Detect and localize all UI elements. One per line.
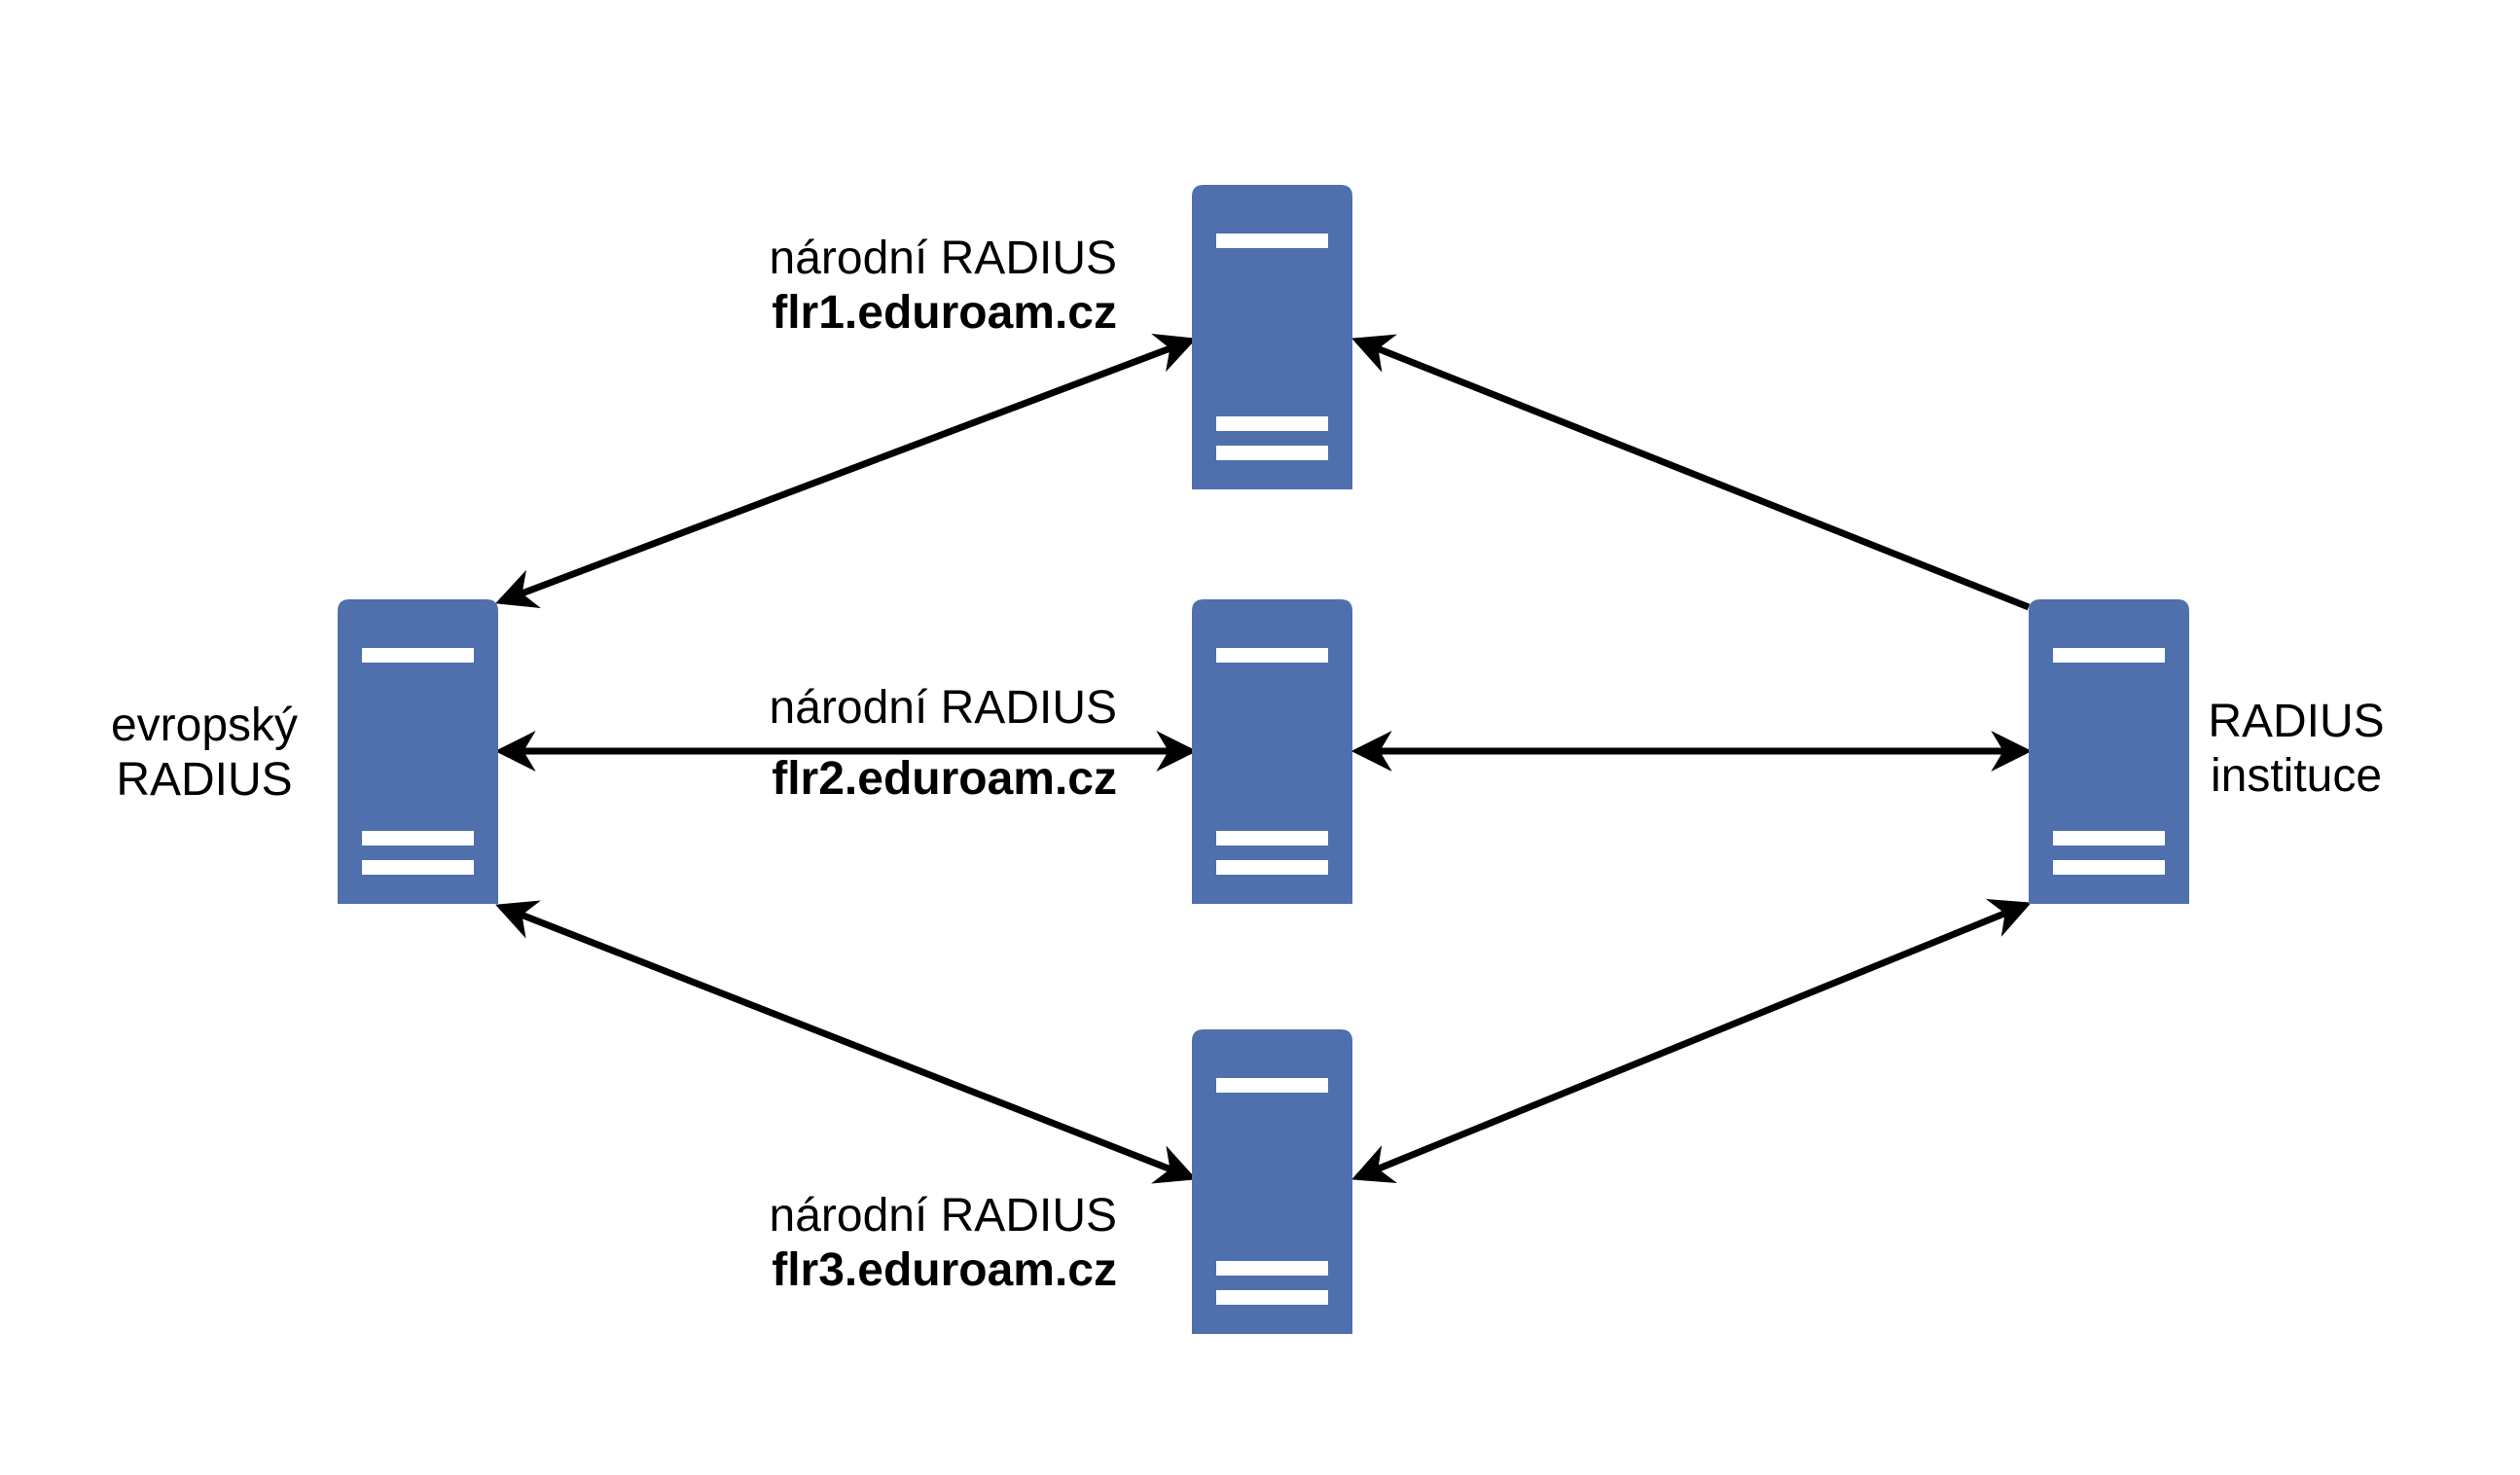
flr1-label: národní RADIUS flr1.eduroam.cz (681, 232, 1118, 341)
server-stripe (362, 831, 474, 845)
institution-radius-label-line1: RADIUS (2208, 696, 2385, 747)
connection-arrows (494, 333, 2033, 1184)
flr3-label: národní RADIUS flr3.eduroam.cz (681, 1189, 1118, 1298)
server-stripe (1216, 1290, 1328, 1305)
server-body (1192, 599, 1352, 904)
server-icon (2029, 599, 2189, 904)
server-stripe (1216, 860, 1328, 875)
server-stripe (1216, 234, 1328, 248)
server-stripe (1216, 831, 1328, 845)
server-body (338, 599, 498, 904)
server-icon (338, 599, 498, 904)
server-stripe (1216, 416, 1328, 431)
flr3-hostname: flr3.eduroam.cz (772, 1244, 1117, 1296)
arrow-institution-flr1 (1351, 334, 2031, 611)
server-icon (1192, 185, 1352, 489)
arrow-european-flr3 (495, 900, 1197, 1184)
arrow-european-flr1 (495, 333, 1197, 609)
flr1-label-title: národní RADIUS (769, 233, 1118, 284)
european-radius-label: evropský RADIUS (78, 699, 331, 808)
arrow-institution-flr3 (1351, 899, 2032, 1183)
server-stripe (2053, 831, 2165, 845)
server-stripe (2053, 860, 2165, 875)
server-body (1192, 1029, 1352, 1334)
server-stripe (362, 648, 474, 663)
server-stripe (1216, 648, 1328, 663)
server-body (1192, 185, 1352, 489)
server-stripe (362, 860, 474, 875)
flr3-label-title: národní RADIUS (769, 1190, 1118, 1241)
european-radius-label-line2: RADIUS (116, 754, 293, 806)
flr1-hostname: flr1.eduroam.cz (772, 287, 1117, 339)
servers (338, 185, 2189, 1334)
server-stripe (1216, 446, 1328, 460)
server-stripe (1216, 1078, 1328, 1093)
server-body (2029, 599, 2189, 904)
server-icon (1192, 599, 1352, 904)
server-stripe (1216, 1261, 1328, 1276)
institution-radius-label-line2: instituce (2210, 750, 2383, 802)
server-icon (1192, 1029, 1352, 1334)
server-stripe (2053, 648, 2165, 663)
flr2-label-title: národní RADIUS (769, 682, 1118, 734)
institution-radius-label: RADIUS instituce (2170, 695, 2423, 804)
european-radius-label-line1: evropský (110, 700, 299, 751)
flr2-hostname: flr2.eduroam.cz (772, 753, 1117, 805)
